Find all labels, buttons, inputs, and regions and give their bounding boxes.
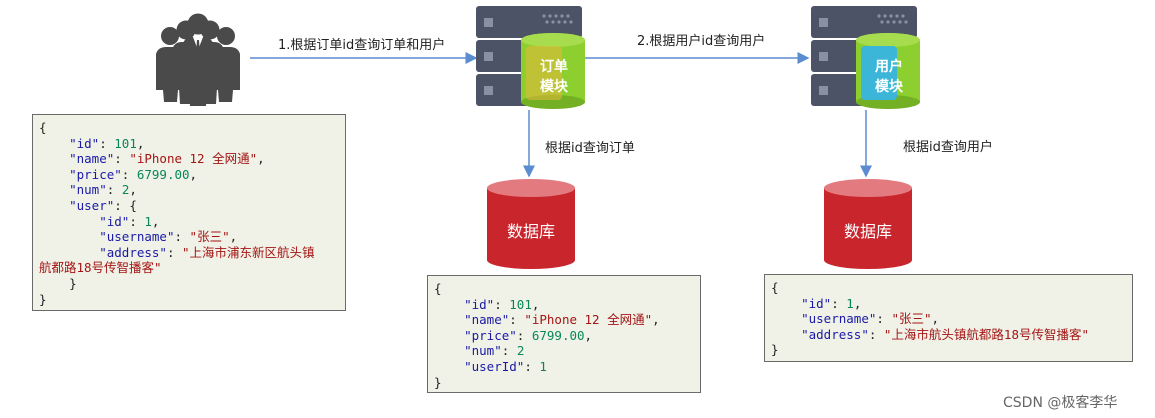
json-brace: } [771, 342, 779, 358]
json-brace: { [434, 281, 442, 296]
watermark: CSDN @极客李华 [1003, 395, 1118, 411]
json-key: "username" [99, 229, 175, 245]
user-server-icon [811, 6, 920, 109]
json-brace: } [69, 275, 77, 291]
json-key: "num" [69, 182, 107, 198]
json-key: "price" [464, 327, 517, 343]
json-key: "address" [99, 244, 167, 260]
order-module-line2: 模块 [540, 79, 568, 95]
json-value: "上海市浦东新区航头镇 [182, 244, 315, 260]
json-value: 6799.00 [531, 327, 585, 343]
json-value: "张三" [891, 311, 932, 327]
json-key: "name" [464, 312, 510, 328]
json-value: "iPhone 12 全网通" [129, 151, 258, 167]
order-server-icon [476, 6, 585, 109]
json-key: "name" [69, 151, 115, 167]
json-brace: { [39, 120, 47, 135]
json-value: 1 [144, 213, 152, 229]
json-value: 6799.00 [136, 166, 190, 182]
json-key: "id" [69, 135, 100, 151]
json-value: "上海市航头镇航都路18号传智播客" [883, 326, 1090, 342]
json-key: "price" [69, 166, 122, 182]
json-value: 1 [846, 295, 854, 311]
json-key: "username" [801, 311, 877, 327]
json-key: "id" [99, 213, 130, 229]
json-key: "num" [464, 343, 502, 359]
json-brace: { [771, 280, 779, 295]
json-key: "user" [69, 197, 115, 213]
json-order: { "id": 101, "name": "iPhone 12 全网通", "p… [427, 275, 701, 393]
user-database-icon [824, 179, 912, 269]
json-brace: } [434, 374, 442, 390]
json-value: "张三" [189, 229, 230, 245]
json-value: 101 [509, 296, 532, 312]
order-module-label: 订单 模块 [527, 57, 581, 97]
order-database-label: 数据库 [506, 222, 555, 241]
order-module-line1: 订单 [540, 59, 568, 75]
json-order-with-user: { "id": 101, "name": "iPhone 12 全网通", "p… [32, 114, 346, 311]
edge-label-user-to-db: 根据id查询用户 [903, 140, 993, 155]
json-value: 2 [121, 182, 130, 198]
user-module-line1: 用户 [875, 59, 903, 75]
edge-label-order-to-user: 2.根据用户id查询用户 [637, 34, 766, 49]
users-group-icon [156, 13, 240, 106]
edge-label-order-to-db: 根据id查询订单 [545, 141, 635, 156]
json-key: "id" [464, 296, 495, 312]
json-brace: } [39, 291, 47, 307]
edge-label-users-to-order: 1.根据订单id查询订单和用户 [278, 38, 446, 53]
order-database-icon [487, 179, 575, 269]
json-key: "id" [801, 295, 832, 311]
user-module-label: 用户 模块 [862, 57, 916, 97]
json-user: { "id": 1, "username": "张三", "address": … [764, 274, 1133, 362]
json-value: 2 [516, 343, 525, 359]
json-key: "address" [801, 326, 869, 342]
json-key: "userId" [464, 358, 525, 374]
json-value: 101 [114, 135, 137, 151]
user-database-label: 数据库 [843, 222, 892, 241]
json-value: "iPhone 12 全网通" [524, 312, 653, 328]
json-value: 航都路18号传智播客" [39, 260, 162, 276]
json-value: 1 [539, 358, 547, 374]
user-module-line2: 模块 [875, 79, 903, 95]
